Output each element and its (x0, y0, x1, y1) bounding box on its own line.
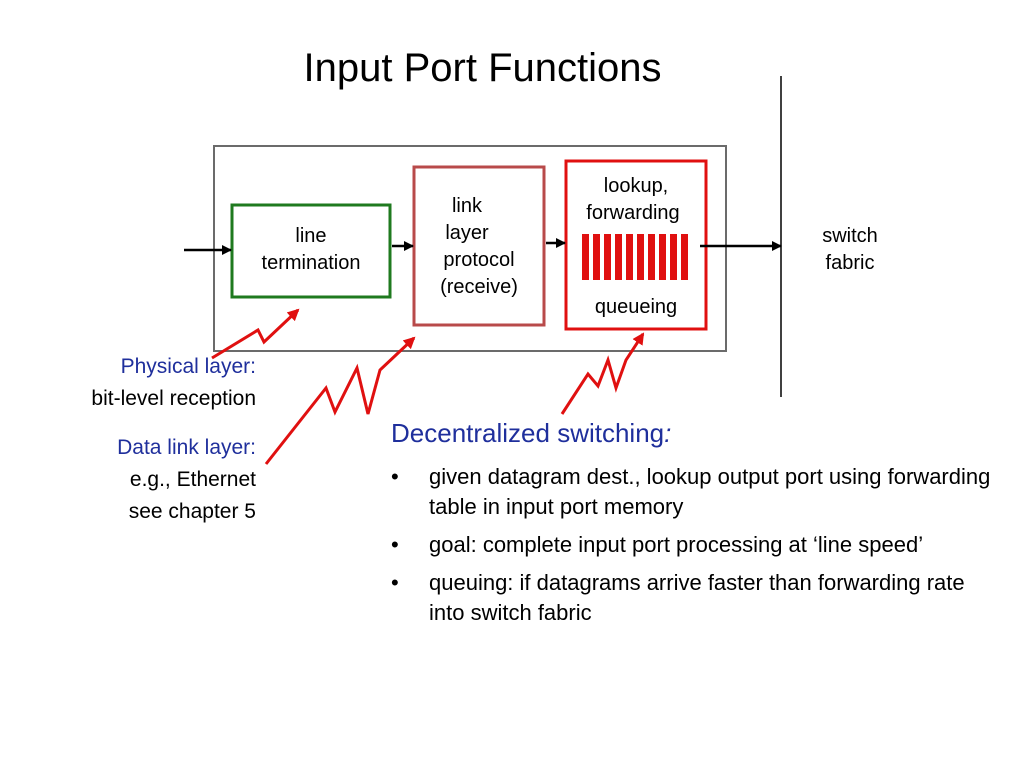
lookup-label: lookup, forwarding (566, 173, 706, 227)
switch-fabric-label: switch fabric (800, 223, 900, 277)
queue-slot (648, 234, 655, 280)
label-line: link (451, 195, 482, 217)
data-link-layer-note: Data link layer: e.g., Ethernet see chap… (117, 432, 256, 528)
queue-slot (659, 234, 666, 280)
queue-slot (593, 234, 600, 280)
label-line: (receive) (440, 276, 518, 298)
bullet-list: • given datagram dest., lookup output por… (391, 462, 991, 628)
queueing-label: queueing (566, 294, 706, 321)
decentralized-switching-callout (560, 332, 645, 415)
queue-slot (604, 234, 611, 280)
line-termination-box (230, 203, 392, 299)
queue-slot (681, 234, 688, 280)
physical-layer-note: Physical layer: bit-level reception (91, 351, 256, 415)
section-heading: Decentralized switching: (391, 416, 991, 450)
list-item: • given datagram dest., lookup output por… (391, 462, 991, 522)
physical-layer-detail: bit-level reception (91, 387, 256, 410)
data-link-layer-detail: e.g., Ethernet (129, 468, 256, 491)
label-line: layer (445, 222, 489, 244)
list-item-text: queuing: if datagrams arrive faster than… (429, 570, 965, 625)
label-line: forwarding (586, 202, 680, 224)
label-line: lookup, (603, 175, 669, 197)
queue-slot (637, 234, 644, 280)
link-layer-box (412, 165, 546, 327)
section-heading-text: Decentralized switching (391, 418, 665, 448)
data-link-layer-detail: see chapter 5 (128, 500, 256, 523)
label-line: line (295, 225, 327, 247)
bullet-icon: • (391, 464, 399, 489)
list-item: • queuing: if datagrams arrive faster tha… (391, 568, 991, 628)
list-item-text: goal: complete input port processing at … (429, 532, 924, 557)
data-link-layer-heading: Data link layer: (117, 436, 256, 459)
label-line: switch (822, 225, 878, 247)
decentralized-switching-section: Decentralized switching: • given datagram… (391, 416, 991, 636)
queue-slot (615, 234, 622, 280)
label-line: queueing (594, 296, 678, 318)
label-line: termination (261, 252, 361, 274)
queue-buffer (582, 234, 688, 280)
section-heading-colon: : (664, 418, 672, 448)
bullet-icon: • (391, 532, 399, 557)
list-item-text: given datagram dest., lookup output port… (429, 464, 991, 519)
physical-layer-heading: Physical layer: (120, 355, 256, 378)
physical-layer-callout (211, 308, 300, 360)
link-layer-label: link layer protocol (receive) (414, 193, 544, 301)
queue-slot (670, 234, 677, 280)
label-line: protocol (443, 249, 515, 271)
label-line: fabric (825, 252, 875, 274)
page-title: Input Port Functions (303, 46, 662, 90)
list-item: • goal: complete input port processing at… (391, 530, 991, 560)
line-termination-label: line termination (232, 223, 390, 277)
data-link-layer-callout (264, 336, 416, 465)
queue-slot (626, 234, 633, 280)
bullet-icon: • (391, 570, 399, 595)
queue-slot (582, 234, 589, 280)
